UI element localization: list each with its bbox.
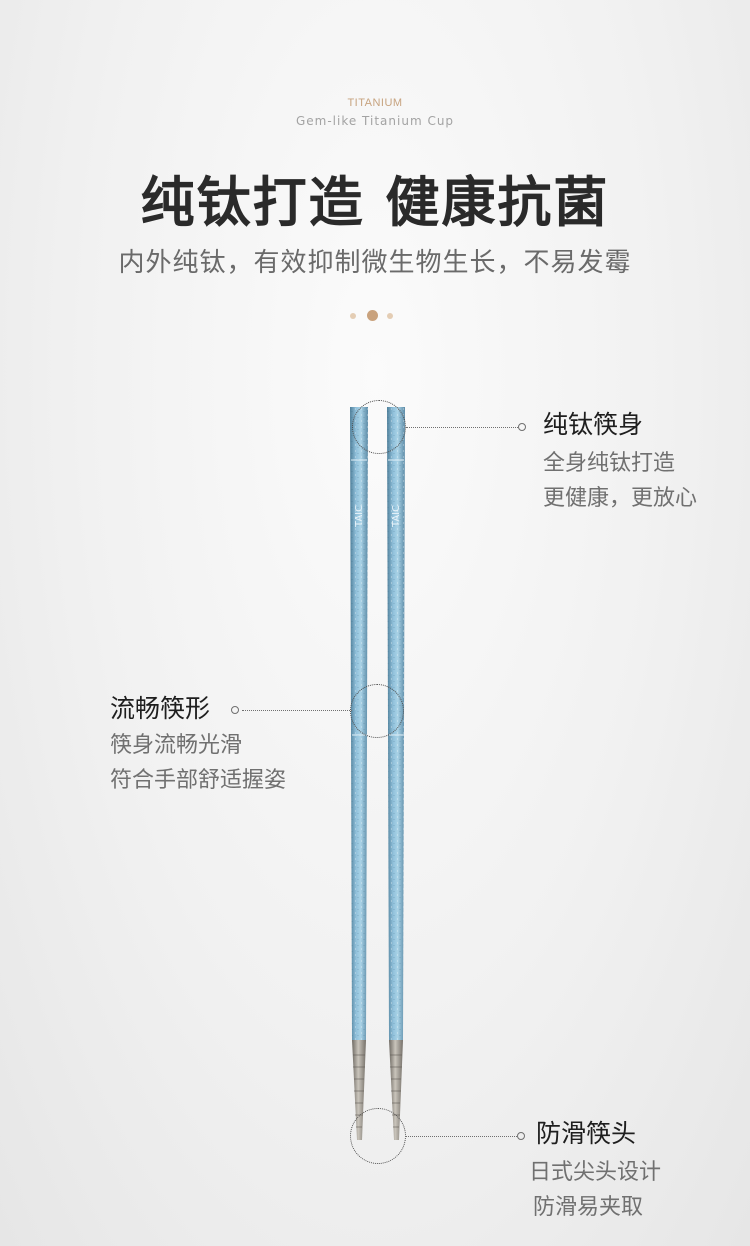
engraving-right: TAIC <box>391 505 402 528</box>
callout-body-line-1: 全身纯钛打造 <box>543 451 676 476</box>
headline: 纯钛打造 健康抗菌 <box>140 171 610 234</box>
callout-shape-line-1: 筷身流畅光滑 <box>110 733 243 758</box>
engraving-left: TAIC <box>354 505 365 528</box>
chopsticks-illustration: TAIC TAIC <box>350 407 405 1140</box>
dot-indicator-active <box>367 310 378 321</box>
callout-body-line-2: 更健康，更放心 <box>543 486 698 511</box>
carousel-dots <box>350 310 400 322</box>
callout-shape-line-2: 符合手部舒适握姿 <box>110 768 287 793</box>
callout-shape-title: 流畅筷形 <box>110 694 211 723</box>
eyebrow-label: TITANIUM <box>347 97 403 109</box>
eyebrow-subtitle: Gem-like Titanium Cup <box>295 114 455 128</box>
leader-line-shape <box>242 710 352 711</box>
focus-circle-middle <box>350 684 404 738</box>
leader-line-body <box>406 427 518 428</box>
callout-tip-line-1: 日式尖头设计 <box>529 1160 662 1185</box>
subheadline: 内外纯钛，有效抑制微生物生长，不易发霉 <box>118 248 632 278</box>
focus-circle-bottom <box>350 1108 406 1164</box>
leader-end-tip <box>517 1132 525 1140</box>
callout-tip-title: 防滑筷头 <box>536 1119 637 1148</box>
dot-indicator <box>387 313 393 319</box>
callout-tip-line-2: 防滑易夹取 <box>533 1195 644 1220</box>
focus-circle-top <box>352 400 406 454</box>
leader-end-shape <box>231 706 239 714</box>
dot-indicator <box>350 313 356 319</box>
leader-end-body <box>518 423 526 431</box>
leader-line-tip <box>405 1136 517 1137</box>
callout-body-title: 纯钛筷身 <box>543 410 644 439</box>
